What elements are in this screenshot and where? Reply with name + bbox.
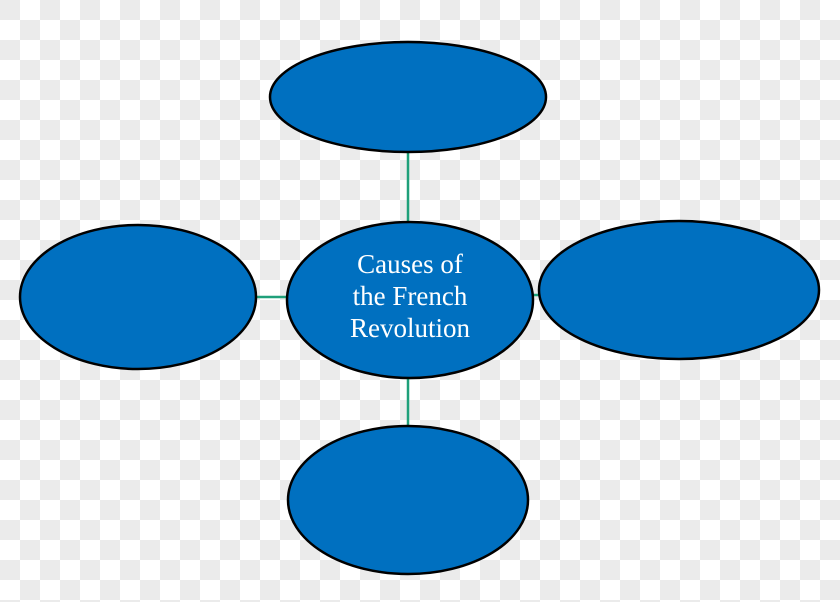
branch-node-bottom[interactable] <box>286 424 530 576</box>
center-node[interactable] <box>285 220 535 380</box>
center-label-line-1: Causes of <box>357 249 463 279</box>
branch-node-top[interactable] <box>268 40 548 154</box>
center-node-label: Causes of the French Revolution <box>300 248 520 344</box>
branch-node-left[interactable] <box>18 223 258 371</box>
branch-node-right[interactable] <box>537 219 821 361</box>
center-label-line-3: Revolution <box>350 313 470 343</box>
center-label-line-2: the French <box>352 281 468 311</box>
